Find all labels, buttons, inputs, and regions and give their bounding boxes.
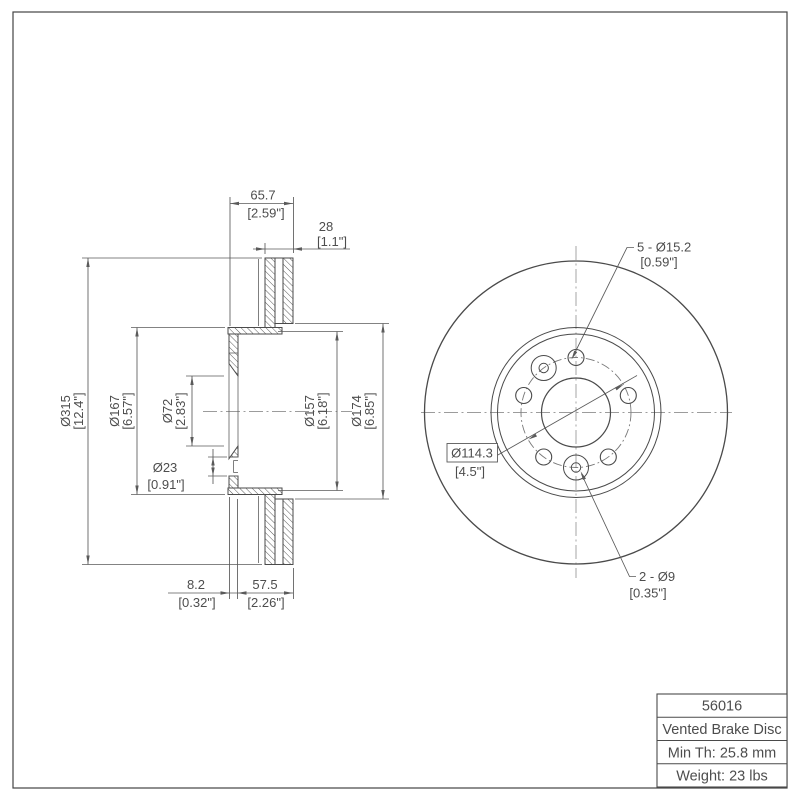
dim-bore-diameter-in: [2.83"] [173,392,188,429]
dim-hat-diameter-in: [6.57"] [120,392,135,429]
hat-wall-top-section [228,333,239,378]
note-stud-holes-mm: 5 - Ø15.2 [637,240,691,255]
hat-flange-bottom-section [227,487,283,495]
screw-hole-upper [538,362,549,374]
inner-plate-top-section [264,257,276,328]
dim-rotor-thickness: 28 [1.1"] [253,219,350,254]
part-description: Vented Brake Disc [662,722,781,738]
dim-hat-face-thickness-mm: 8.2 [187,577,205,592]
dim-outer-diameter-in: [12.4"] [71,392,86,429]
dim-overall-width-mm: 65.7 [250,188,275,203]
sheet-border [12,11,788,789]
disc-outer-circle [423,260,729,565]
weight: Weight: 23 lbs [676,769,768,785]
dim-hat-depth-in: [2.26"] [247,595,284,610]
note-screw-holes-in: [0.35"] [629,586,666,601]
dim-inner-braking-mm: Ø157 [302,395,317,427]
dim-bolt-circle-in: [4.5"] [455,464,485,479]
dim-outboard-braking-diameter: Ø174 [6.85"] [295,323,389,500]
title-block: 56016 Vented Brake Disc Min Th: 25.8 mm … [656,693,788,788]
stud-hole-bottom-right [599,448,617,466]
bolt-circle-label-box [446,443,498,463]
dim-rotor-thickness-in: [1.1"] [317,234,347,249]
dim-stud-hole-in: [0.91"] [147,477,184,492]
dim-rotor-thickness-mm: 28 [319,219,333,234]
dim-overall-width-in: [2.59"] [247,206,284,221]
front-view: Ø114.3 [4.5"] 5 - Ø15.2 [0.59"] 2 - Ø9 [… [421,240,732,601]
outer-plate-top-section [282,257,294,324]
dim-bore-diameter: Ø72 [2.83"] [160,375,224,447]
hat-edge-circle [497,333,655,492]
inner-plate-bottom-section [264,494,276,565]
stud-hole-left [515,386,533,405]
dim-outer-diameter-mm: Ø315 [58,395,73,427]
note-stud-holes-in: [0.59"] [640,255,677,270]
note-stud-holes: 5 - Ø15.2 [0.59"] [571,240,691,360]
stud-hole-bottom-left [535,448,553,466]
dim-hat-face-thickness-in: [0.32"] [178,595,215,610]
min-thickness: Min Th: 25.8 mm [668,745,777,761]
hat-wall-bottom-lower-section [228,475,239,489]
hat-flange-top-section [227,327,283,335]
stud-hole-right [619,386,637,405]
screw-hole-counterbore-upper [530,355,557,381]
dim-stud-hole-mm: Ø23 [153,460,178,475]
dim-overall-width: 65.7 [2.59"] [229,188,294,326]
dim-hat-diameter-mm: Ø167 [107,395,122,427]
dim-outer-diameter: Ø315 [12.4"] [58,257,262,565]
note-screw-holes-mm: 2 - Ø9 [639,569,675,584]
part-number: 56016 [702,699,742,715]
bolt-circle [520,357,632,468]
dim-outboard-braking-in: [6.85"] [362,392,377,429]
section-view: 65.7 [2.59"] 28 [1.1"] Ø315 [12.4"] [58,188,389,610]
center-bore-circle [540,377,612,448]
dim-hat-depth-mm: 57.5 [252,577,277,592]
dim-bore-diameter-mm: Ø72 [160,399,175,424]
screw-hole-lower [570,462,582,473]
outer-plate-bottom-section [282,498,294,565]
dim-inner-braking-diameter: Ø157 [6.18"] [278,331,343,491]
dim-stud-hole: Ø23 [0.91"] [147,449,227,492]
dim-outboard-braking-mm: Ø174 [349,395,364,427]
dim-inner-braking-in: [6.18"] [315,392,330,429]
dim-bottom-widths: 8.2 [0.32"] 57.5 [2.26"] [168,497,294,610]
dim-bolt-circle: Ø114.3 [4.5"] [446,375,638,479]
dim-bolt-circle-mm: Ø114.3 [451,446,493,461]
dim-hat-diameter: Ø167 [6.57"] [107,327,225,495]
note-screw-holes: 2 - Ø9 [0.35"] [580,471,675,601]
braking-band-inner-circle [490,327,662,498]
screw-hole-counterbore-lower [563,454,589,481]
